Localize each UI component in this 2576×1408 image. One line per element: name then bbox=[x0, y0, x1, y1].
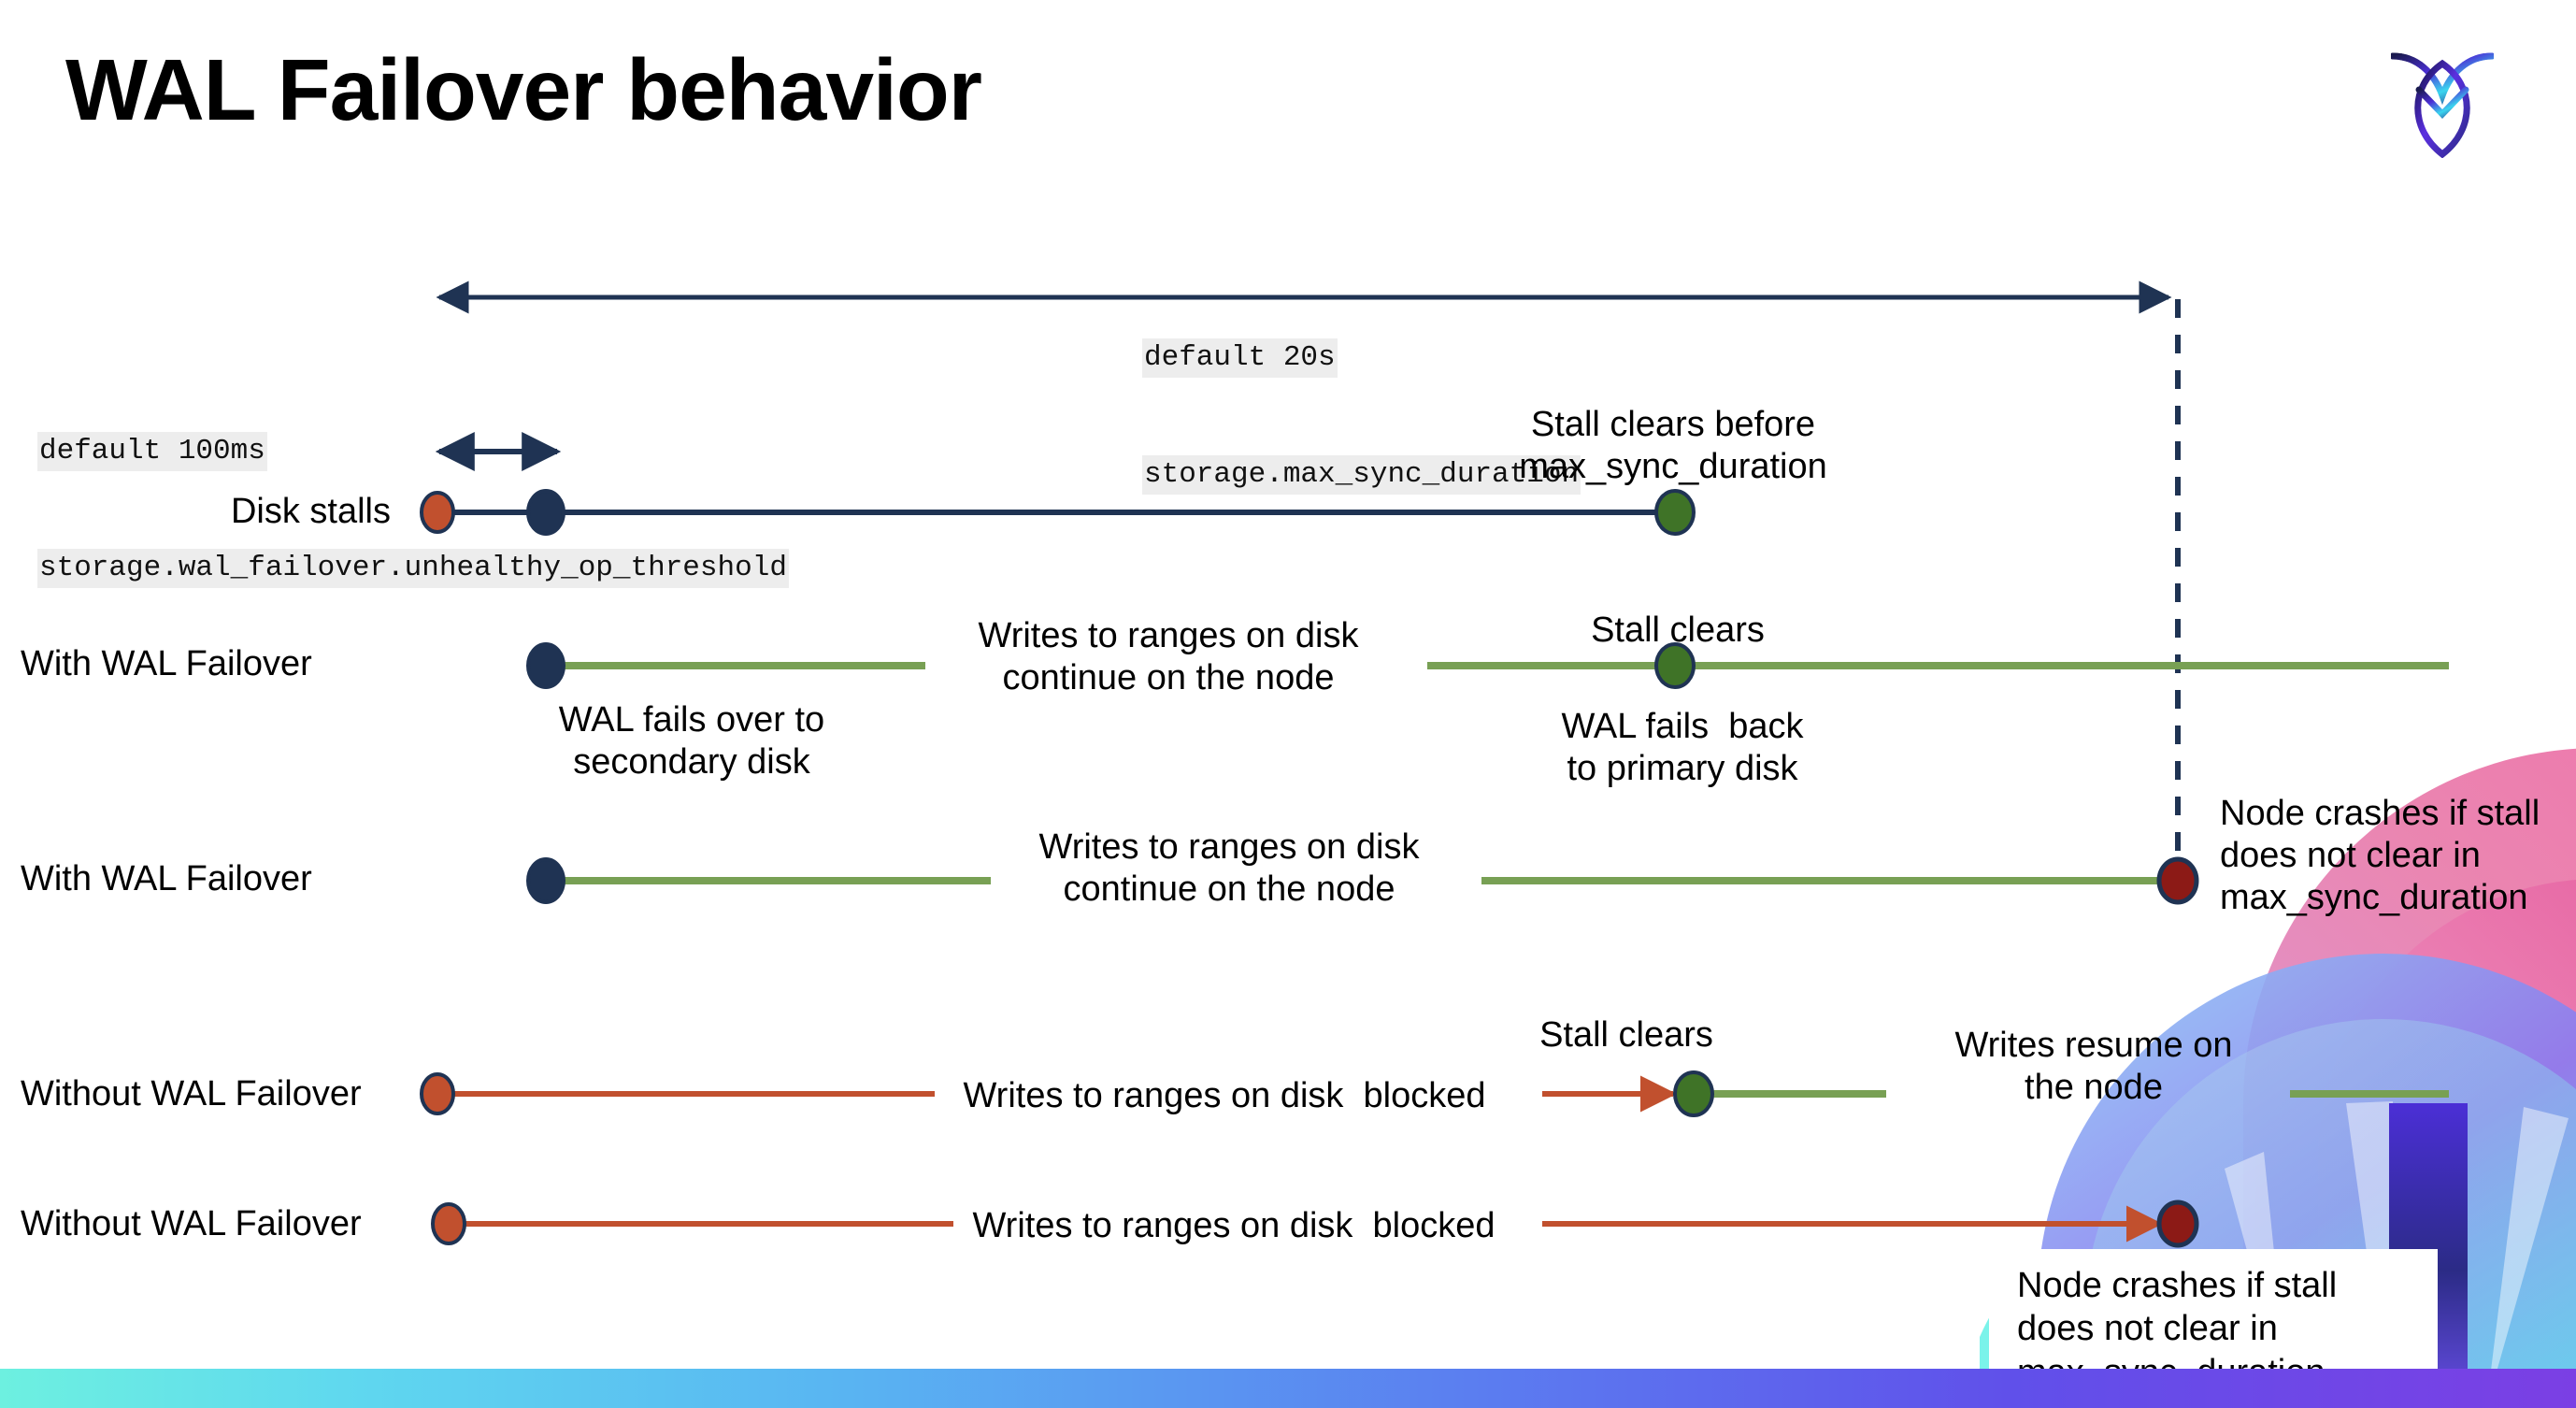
row-disk-stalls-track bbox=[420, 489, 1696, 536]
unhealthy-setting-label: storage.wal_failover.unhealthy_op_thresh… bbox=[37, 549, 789, 589]
wal-failover-dot bbox=[526, 642, 565, 689]
note-stall-clears-2: Stall clears bbox=[1539, 1015, 1713, 1055]
stall-clears-dot bbox=[1673, 1070, 1714, 1117]
row-without-wal-failover-clears-track bbox=[420, 1070, 2449, 1117]
row-label-with-wal-failover-1: With WAL Failover bbox=[21, 644, 312, 683]
note-wal-fails-back: WAL fails back to primary disk bbox=[1561, 707, 1804, 788]
max-sync-duration-annotation: default 20s storage.max_sync_duration bbox=[1142, 260, 1581, 573]
cockroachdb-logo-icon bbox=[2389, 32, 2496, 159]
node-crash-dot bbox=[2156, 856, 2199, 905]
wal-failover-dot bbox=[526, 857, 565, 904]
wal-failover-dot bbox=[526, 489, 565, 536]
max-sync-setting-label: storage.max_sync_duration bbox=[1142, 455, 1581, 496]
row-with-wal-failover-crash-track bbox=[526, 856, 2199, 905]
row-label-without-wal-failover-1: Without WAL Failover bbox=[21, 1074, 362, 1113]
unhealthy-op-threshold-annotation: default 100ms storage.wal_failover.unhea… bbox=[37, 353, 789, 667]
stall-start-dot bbox=[420, 1072, 455, 1115]
node-crash-dot bbox=[2156, 1200, 2199, 1248]
row-label-disk-stalls: Disk stalls bbox=[230, 492, 391, 531]
stall-start-dot bbox=[420, 491, 455, 534]
row-label-without-wal-failover-2: Without WAL Failover bbox=[21, 1204, 362, 1243]
note-node-crashes-1: Node crashes if stall does not clear in … bbox=[2220, 794, 2540, 917]
row-without-wal-failover-crash-track bbox=[431, 1200, 2199, 1248]
stall-start-dot bbox=[431, 1202, 466, 1245]
stall-clears-dot bbox=[1654, 489, 1696, 536]
note-writes-continue-1: Writes to ranges on disk continue on the… bbox=[978, 616, 1359, 697]
stall-clears-dot bbox=[1654, 642, 1696, 689]
max-sync-default-label: default 20s bbox=[1142, 338, 1338, 378]
note-writes-resume: Writes resume on the node bbox=[1954, 1026, 2233, 1107]
note-stall-clears-before-max-sync: Stall clears before max_sync_duration bbox=[1519, 405, 1827, 486]
note-wal-fails-over: WAL fails over to secondary disk bbox=[558, 700, 825, 782]
unhealthy-default-label: default 100ms bbox=[37, 431, 267, 471]
page-title: WAL Failover behavior bbox=[65, 41, 982, 138]
note-writes-blocked-1: Writes to ranges on disk blocked bbox=[963, 1076, 1486, 1115]
row-with-wal-failover-clears-track bbox=[526, 642, 2449, 689]
row-label-with-wal-failover-2: With WAL Failover bbox=[21, 859, 312, 898]
bottom-gradient-bar bbox=[0, 1369, 2576, 1408]
note-writes-continue-2: Writes to ranges on disk continue on the… bbox=[1038, 827, 1420, 909]
note-stall-clears-1: Stall clears bbox=[1591, 611, 1765, 650]
note-writes-blocked-2: Writes to ranges on disk blocked bbox=[972, 1206, 1496, 1245]
